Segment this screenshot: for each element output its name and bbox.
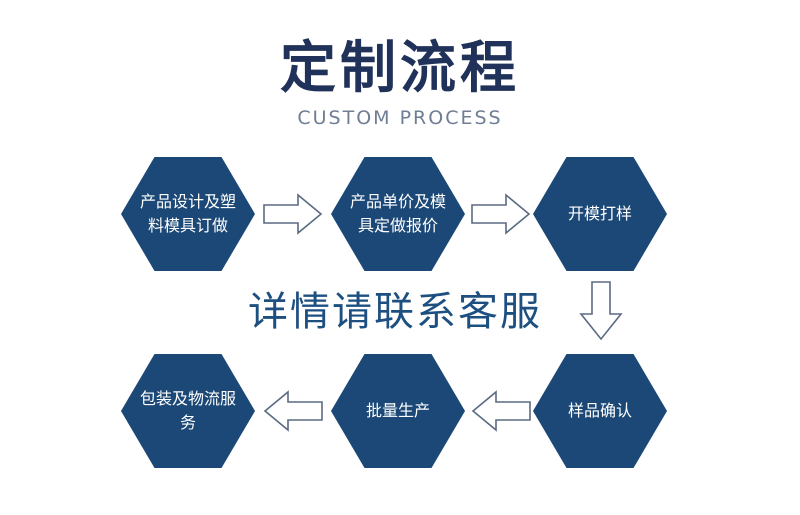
step-hexagon-1: 产品设计及塑料模具订做 xyxy=(121,157,255,271)
step-label-1: 产品设计及塑料模具订做 xyxy=(139,192,236,235)
step-hexagon-2: 产品单价及模具定做报价 xyxy=(331,157,465,271)
step-label-5: 批量生产 xyxy=(365,401,430,420)
step-hexagon-6: 包装及物流服务 xyxy=(121,354,255,468)
step-label-3: 开模打样 xyxy=(567,204,632,223)
step-label-6: 包装及物流服务 xyxy=(139,389,236,432)
step-label-4: 样品确认 xyxy=(567,401,632,420)
step-label-2: 产品单价及模具定做报价 xyxy=(349,192,446,235)
step-hexagon-3: 开模打样 xyxy=(533,157,667,271)
arrow-right-icon xyxy=(263,193,323,235)
arrow-right-icon xyxy=(471,193,531,235)
step-hexagon-5: 批量生产 xyxy=(331,354,465,468)
arrow-left-icon xyxy=(471,390,531,432)
page-title: 定制流程 xyxy=(280,36,520,101)
step-hexagon-4: 样品确认 xyxy=(533,354,667,468)
arrow-left-icon xyxy=(263,390,323,432)
contact-text: 详情请联系客服 xyxy=(248,289,542,335)
page-subtitle: CUSTOM PROCESS xyxy=(297,107,503,129)
arrow-down-icon xyxy=(579,281,623,341)
